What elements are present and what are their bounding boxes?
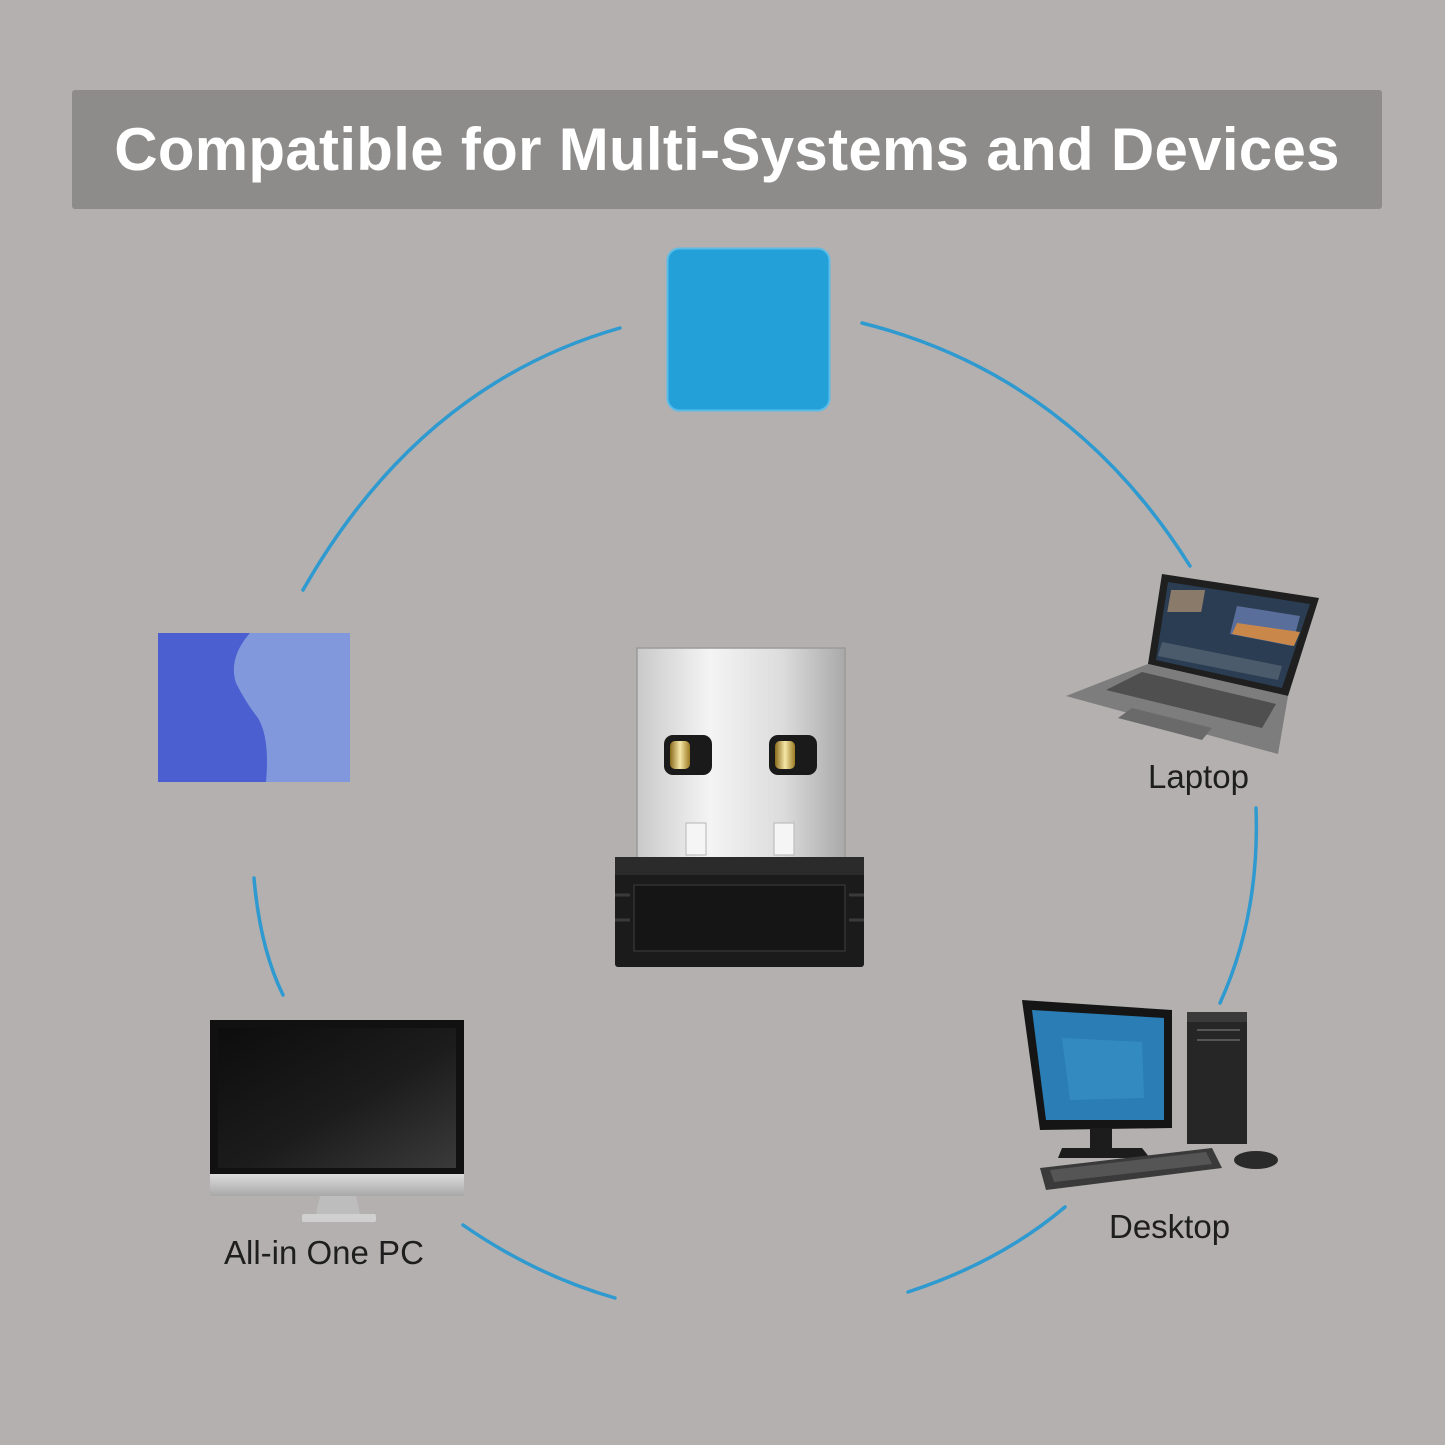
ring-arc-top-left: [301, 326, 622, 592]
ring-arc-right: [1218, 806, 1259, 1005]
usb-black-housing: [615, 857, 864, 967]
ring-arc-top-right: [860, 321, 1192, 568]
blue-finder-os-icon: [158, 633, 350, 782]
title-banner: Compatible for Multi-Systems and Devices: [72, 90, 1382, 209]
device-label-all-in-one-pc: All-in One PC: [224, 1234, 424, 1271]
desktop-computer-icon: [1022, 1000, 1278, 1190]
all-in-one-pc-icon: [210, 1020, 464, 1222]
laptop-icon: [1066, 574, 1319, 754]
device-label-desktop: Desktop: [1109, 1208, 1231, 1245]
usb-receiver-image: [615, 647, 864, 967]
blue-square-os-icon: [666, 247, 831, 412]
usb-contact-left: [664, 735, 712, 775]
page-title: Compatible for Multi-Systems and Devices: [114, 116, 1340, 183]
ring-arc-bottom-left: [461, 1223, 617, 1300]
ring-arc-bottom-right: [906, 1205, 1067, 1294]
ring-arc-left: [252, 876, 285, 997]
device-label-laptop: Laptop: [1148, 758, 1249, 795]
usb-contact-right: [769, 735, 817, 775]
